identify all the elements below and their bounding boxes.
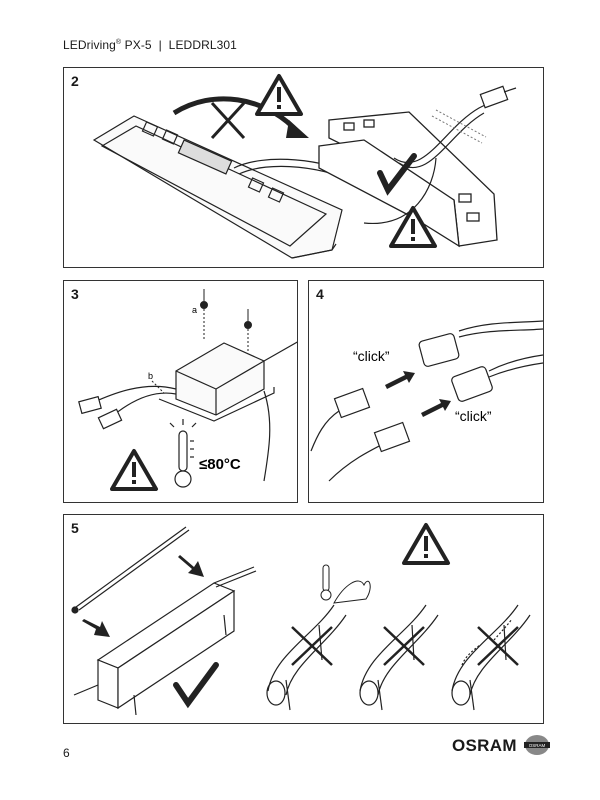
click-label: “click” (353, 348, 390, 364)
step-5-illustration (71, 523, 531, 716)
warning-icon (255, 74, 303, 116)
header-separator: | (158, 38, 162, 52)
panel-step-2: 2 (63, 67, 544, 268)
heat-icon (333, 580, 371, 604)
check-icon (173, 662, 219, 709)
tube-1 (266, 604, 347, 711)
connector (78, 395, 123, 430)
warning-icon (110, 449, 158, 491)
panel-step-4: 4 “click” “click” (308, 280, 544, 503)
step-3-illustration: a b ≤80°C (78, 289, 297, 491)
cable-tie (71, 526, 190, 614)
panel-step-3: 3 a b (63, 280, 298, 503)
thermometer-icon (320, 564, 332, 601)
model-name: PX-5 (121, 38, 152, 52)
arrow-icon (172, 96, 296, 130)
document-header: LEDriving® PX-5 | LEDDRL301 (63, 38, 237, 52)
connector (333, 333, 493, 453)
step-number: 4 (316, 286, 324, 302)
warning-icon (389, 206, 437, 248)
panel-step-5: 5 (63, 514, 544, 724)
tube-3 (451, 604, 531, 711)
osram-logo: OSRAM OSRAM (452, 732, 552, 760)
step-number: 3 (71, 286, 79, 302)
screw-icon (244, 309, 252, 351)
brand-name: OSRAM (452, 736, 517, 755)
badge-text: OSRAM (529, 743, 546, 748)
mounting-rail (73, 566, 257, 716)
screw-icon (200, 289, 208, 341)
click-label: “click” (455, 408, 492, 424)
max-temperature: ≤80°C (199, 456, 241, 473)
step-2-illustration (92, 74, 517, 259)
cross-icon (291, 626, 519, 666)
step-4-illustration: “click” “click” (310, 320, 543, 482)
page-number: 6 (63, 746, 70, 760)
check-icon (377, 153, 417, 196)
warning-icon (402, 523, 450, 565)
product-code: LEDDRL301 (168, 38, 237, 52)
led-module (92, 115, 425, 259)
arrow-icon (385, 371, 451, 417)
osram-badge-icon: OSRAM (524, 735, 550, 755)
control-box (158, 341, 297, 422)
label-b: b (148, 371, 153, 381)
registered-mark: ® (115, 39, 122, 46)
thermometer-icon (169, 419, 197, 488)
arrow-icon (82, 555, 204, 637)
step-number: 5 (71, 520, 79, 536)
label-a: a (192, 305, 197, 315)
step-number: 2 (71, 73, 79, 89)
cross-icon (210, 101, 246, 140)
connector (479, 85, 517, 109)
tube-2 (359, 604, 439, 711)
product-name: LEDriving (63, 38, 116, 52)
